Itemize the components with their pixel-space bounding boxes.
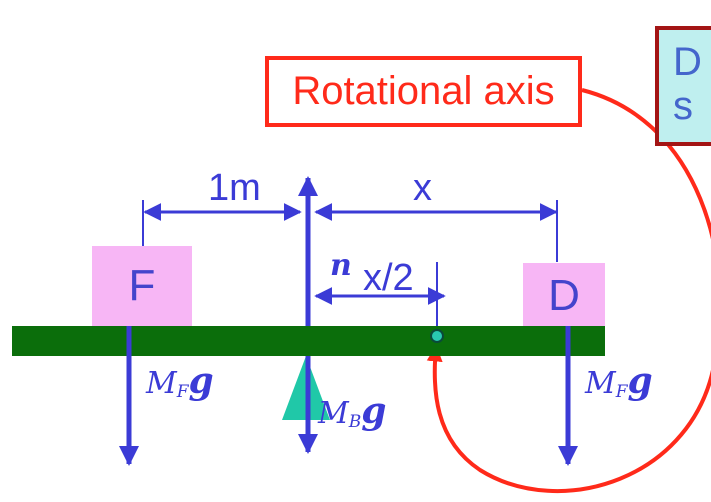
force-label-center: MBg — [318, 393, 386, 439]
dimension-label-left: 1m — [208, 167, 261, 209]
force-symbol: M — [146, 366, 177, 401]
mass-label-right: D — [548, 271, 580, 320]
axis-curve-arrow — [426, 88, 711, 493]
force-suffix: g — [361, 390, 387, 432]
force-subscript: F — [615, 382, 628, 402]
mass-label-left: F — [128, 261, 156, 310]
dimension-label-half: x/2 — [363, 257, 414, 299]
mass-box-right: D — [523, 263, 605, 326]
force-subscript: F — [176, 382, 189, 402]
force-symbol: M — [318, 396, 349, 431]
force-suffix: g — [188, 360, 214, 402]
pivot-dot — [430, 329, 444, 343]
corner-text-box: D s — [655, 26, 711, 146]
beam — [12, 326, 605, 356]
normal-force-label: n — [330, 248, 352, 283]
force-subscript: B — [348, 412, 362, 432]
force-suffix: g — [627, 360, 653, 402]
dimension-label-right: x — [413, 167, 432, 209]
force-label-left: MFg — [146, 363, 214, 409]
corner-text-line2: s — [673, 84, 693, 128]
force-label-right: MFg — [585, 363, 653, 409]
rotational-axis-callout: Rotational axis — [265, 56, 582, 127]
corner-text-line1: D — [673, 40, 702, 84]
force-symbol: M — [585, 366, 616, 401]
rotational-axis-label: Rotational axis — [292, 69, 555, 113]
mass-box-left: F — [92, 246, 192, 326]
